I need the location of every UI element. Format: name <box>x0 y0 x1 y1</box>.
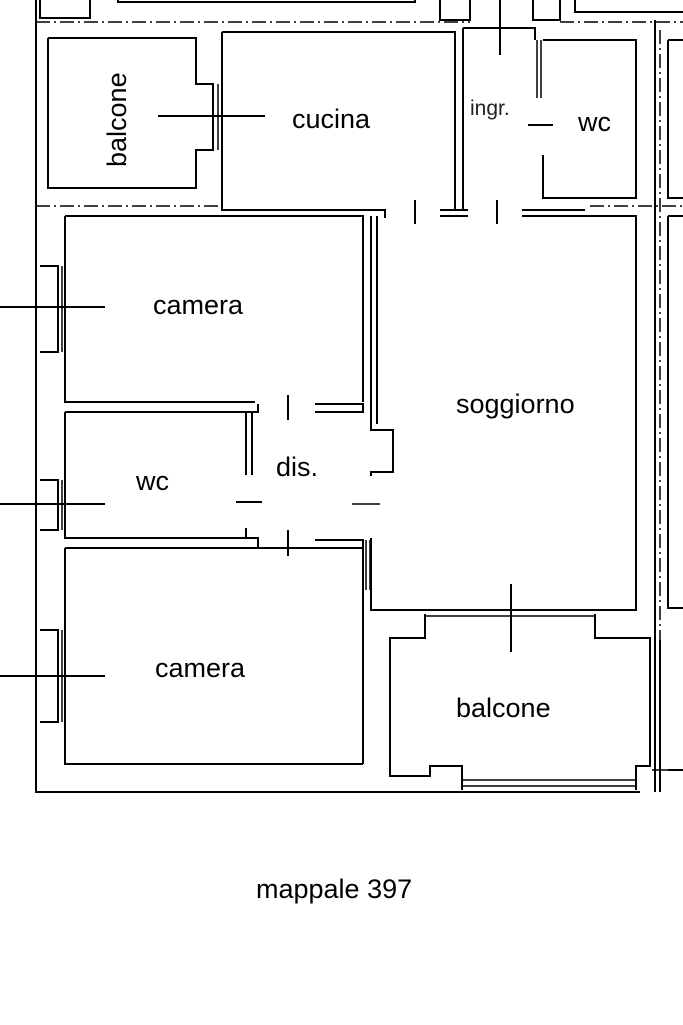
cucina-area <box>221 31 468 218</box>
wc-top-label: wc <box>577 107 611 137</box>
soggiorno-area <box>370 215 637 652</box>
camera-top-area <box>64 215 364 403</box>
cucina-label: cucina <box>292 104 371 134</box>
balcone-bottom-area <box>389 614 683 792</box>
caption-mappale: mappale 397 <box>256 874 412 904</box>
camera-bottom-label: camera <box>155 653 246 683</box>
soggiorno-label: soggiorno <box>456 389 575 419</box>
top-walls <box>35 0 683 192</box>
dis-label: dis. <box>276 452 318 482</box>
left-outer-wall <box>0 192 640 793</box>
ingresso-label: ingr. <box>470 97 510 120</box>
right-walls <box>36 20 683 640</box>
wc-dis-area <box>64 395 380 556</box>
camera-bottom-area <box>64 540 371 765</box>
balcone-top-label: balcone <box>102 72 132 167</box>
camera-top-label: camera <box>153 290 244 320</box>
balcone-bottom-label: balcone <box>456 693 551 723</box>
wc-mid-label: wc <box>135 466 169 496</box>
balcone-top-area <box>47 37 265 189</box>
